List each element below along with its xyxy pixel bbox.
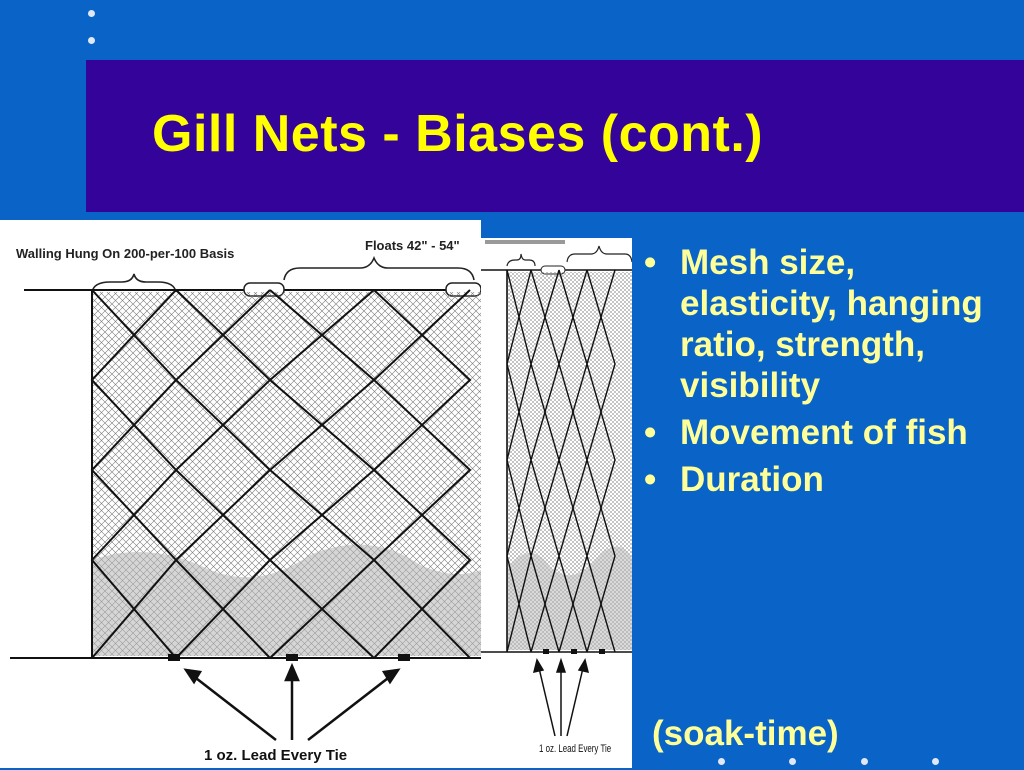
gill-net-illustration-compressed: 1 oz. Lead Every Tie bbox=[481, 240, 632, 756]
bullet-marker: • bbox=[644, 243, 657, 282]
gill-net-diagram-large: Walling Hung On 200-per-100 Basis Floats… bbox=[0, 220, 481, 768]
lead-label-small: 1 oz. Lead Every Tie bbox=[539, 743, 611, 756]
slide-title: Gill Nets - Biases (cont.) bbox=[152, 105, 764, 163]
dot bbox=[718, 758, 725, 765]
dot bbox=[789, 758, 797, 765]
lead-label: 1 oz. Lead Every Tie bbox=[204, 747, 347, 764]
dot bbox=[860, 758, 868, 765]
bullet-text: Mesh size, elasticity, hanging ratio, st… bbox=[680, 243, 983, 405]
floats-label: Floats 42" - 54" bbox=[365, 238, 460, 253]
dot bbox=[88, 37, 95, 44]
bullet-item: • Movement of fish bbox=[644, 412, 1014, 453]
gill-net-diagram-narrow: 1 oz. Lead Every Tie bbox=[481, 238, 632, 768]
bullet-marker: • bbox=[644, 460, 657, 499]
bullet-text: Duration bbox=[680, 460, 824, 499]
bullet-continuation: (soak-time) bbox=[652, 714, 839, 753]
bullet-item: • Mesh size, elasticity, hanging ratio, … bbox=[644, 242, 1014, 406]
bullet-marker: • bbox=[644, 413, 657, 452]
decorative-dots-bottom bbox=[718, 752, 999, 770]
dot bbox=[88, 10, 95, 17]
title-bar bbox=[86, 60, 1024, 212]
walling-label: Walling Hung On 200-per-100 Basis bbox=[16, 246, 234, 261]
bullet-item: • Duration bbox=[644, 459, 1014, 500]
gill-net-illustration: Walling Hung On 200-per-100 Basis Floats… bbox=[10, 238, 481, 764]
dot bbox=[932, 758, 940, 765]
bullet-text: Movement of fish bbox=[680, 413, 968, 452]
bullet-list: • Mesh size, elasticity, hanging ratio, … bbox=[644, 242, 1014, 506]
